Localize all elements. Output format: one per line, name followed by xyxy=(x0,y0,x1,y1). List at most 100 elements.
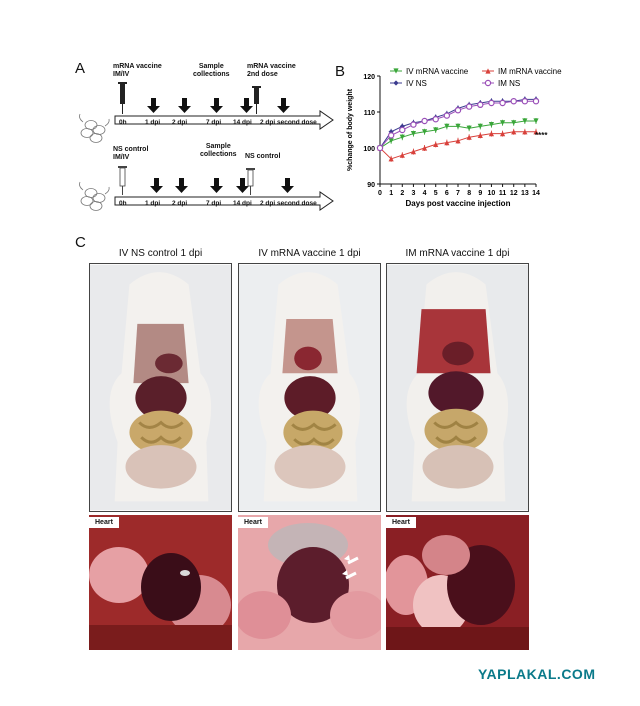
data-point xyxy=(410,131,417,137)
watermark-text: YAPLAKAL.COM xyxy=(478,666,596,682)
syringe-icon xyxy=(118,82,127,114)
dissection-photo-iv-mrna xyxy=(238,263,381,512)
series-im-ns xyxy=(376,98,540,152)
legend-label: IV mRNA vaccine xyxy=(406,67,469,76)
x-tick-label: 4 xyxy=(423,190,427,197)
heart-label: Heart xyxy=(386,517,416,528)
data-point xyxy=(488,131,495,137)
data-point xyxy=(477,132,483,138)
dissection-photo-im-mrna xyxy=(386,263,529,512)
legend-marker xyxy=(484,79,492,87)
x-tick-label: 9 xyxy=(478,190,482,197)
data-point xyxy=(433,141,439,147)
data-point xyxy=(522,129,528,135)
data-point xyxy=(432,116,439,123)
data-point xyxy=(521,98,529,105)
legend-marker xyxy=(393,68,399,74)
data-point xyxy=(433,127,439,133)
x-tick-label: 8 xyxy=(467,190,471,197)
x-tick-label: 3 xyxy=(411,190,415,197)
data-point xyxy=(510,98,517,105)
series-iv-mrna-vaccine xyxy=(377,118,539,151)
data-point xyxy=(465,103,473,110)
y-tick-label: 90 xyxy=(367,182,375,189)
heart-photo-iv-mrna xyxy=(238,515,381,650)
tick-14dpi: 14 dpi xyxy=(233,200,252,207)
data-point xyxy=(410,121,417,128)
panel-a-letter: A xyxy=(75,60,86,77)
heart-label: Heart xyxy=(89,517,119,528)
significance-marker: **** xyxy=(535,131,548,140)
data-point xyxy=(443,112,451,119)
legend-label: IV NS xyxy=(406,79,427,88)
data-point xyxy=(511,129,517,135)
data-point xyxy=(533,118,539,124)
data-point xyxy=(455,123,461,129)
data-point xyxy=(399,152,405,158)
data-point xyxy=(399,134,405,140)
y-tick-label: 120 xyxy=(363,74,375,81)
x-tick-label: 14 xyxy=(532,190,540,197)
x-tick-label: 5 xyxy=(434,190,438,197)
data-point xyxy=(421,129,428,135)
legend-item: IM mRNA vaccine xyxy=(482,67,562,76)
data-point xyxy=(499,120,506,126)
x-tick-label: 11 xyxy=(499,190,507,197)
syringe-icon xyxy=(246,168,255,195)
legend-marker xyxy=(393,80,399,86)
x-tick-label: 10 xyxy=(488,190,496,197)
tick-1dpi: 1 dpi xyxy=(145,200,161,207)
legend-item: IV NS xyxy=(390,79,427,88)
data-point xyxy=(410,149,417,155)
data-point xyxy=(532,98,540,105)
mice-icon xyxy=(79,181,110,211)
x-tick-label: 13 xyxy=(521,190,529,197)
data-point xyxy=(477,101,484,109)
dissection-photo-ns-control xyxy=(89,263,232,512)
data-point xyxy=(387,132,395,139)
x-tick-label: 0 xyxy=(378,190,382,197)
x-tick-label: 1 xyxy=(389,190,393,197)
data-point xyxy=(499,99,506,107)
timeline-diagram xyxy=(79,82,334,211)
tick-7dpi: 7 dpi xyxy=(206,200,222,207)
heart-photo-im-mrna xyxy=(386,515,529,650)
syringe-icon xyxy=(252,86,261,114)
y-tick-label: 110 xyxy=(364,110,375,117)
photo-title-1: IV NS control 1 dpi xyxy=(118,248,203,259)
tick-second-dose: 2 dpi second dose xyxy=(260,119,317,126)
tick-second-dose: 2 dpi second dose xyxy=(260,200,317,207)
data-point xyxy=(455,138,461,144)
mice-icon xyxy=(79,113,110,143)
data-point xyxy=(421,117,428,125)
timeline-1-arrow xyxy=(114,110,334,130)
data-point xyxy=(466,134,472,140)
tick-0h: 0h xyxy=(119,119,127,126)
data-point xyxy=(499,131,506,137)
data-point xyxy=(466,125,472,131)
x-tick-label: 12 xyxy=(510,190,518,197)
x-tick-label: 6 xyxy=(445,190,449,197)
x-tick-label: 2 xyxy=(400,190,404,197)
legend-item: IM NS xyxy=(482,79,520,88)
y-axis-label: %change of body weight xyxy=(347,88,354,171)
data-point xyxy=(388,138,394,144)
data-point xyxy=(421,145,428,151)
data-point xyxy=(388,156,394,162)
photo-title-3: IM mRNA vaccine 1 dpi xyxy=(405,248,510,259)
tick-2dpi: 2 dpi xyxy=(172,119,188,126)
data-point xyxy=(511,120,517,126)
sample-arrow-icons xyxy=(147,98,290,113)
data-point xyxy=(444,123,450,129)
data-point xyxy=(454,107,462,114)
photo-title-2: IV mRNA vaccine 1 dpi xyxy=(258,248,361,259)
heart-photo-ns-control xyxy=(89,515,232,650)
sample-arrow-icons xyxy=(150,178,294,193)
data-point xyxy=(444,140,450,146)
tick-7dpi: 7 dpi xyxy=(206,119,222,126)
